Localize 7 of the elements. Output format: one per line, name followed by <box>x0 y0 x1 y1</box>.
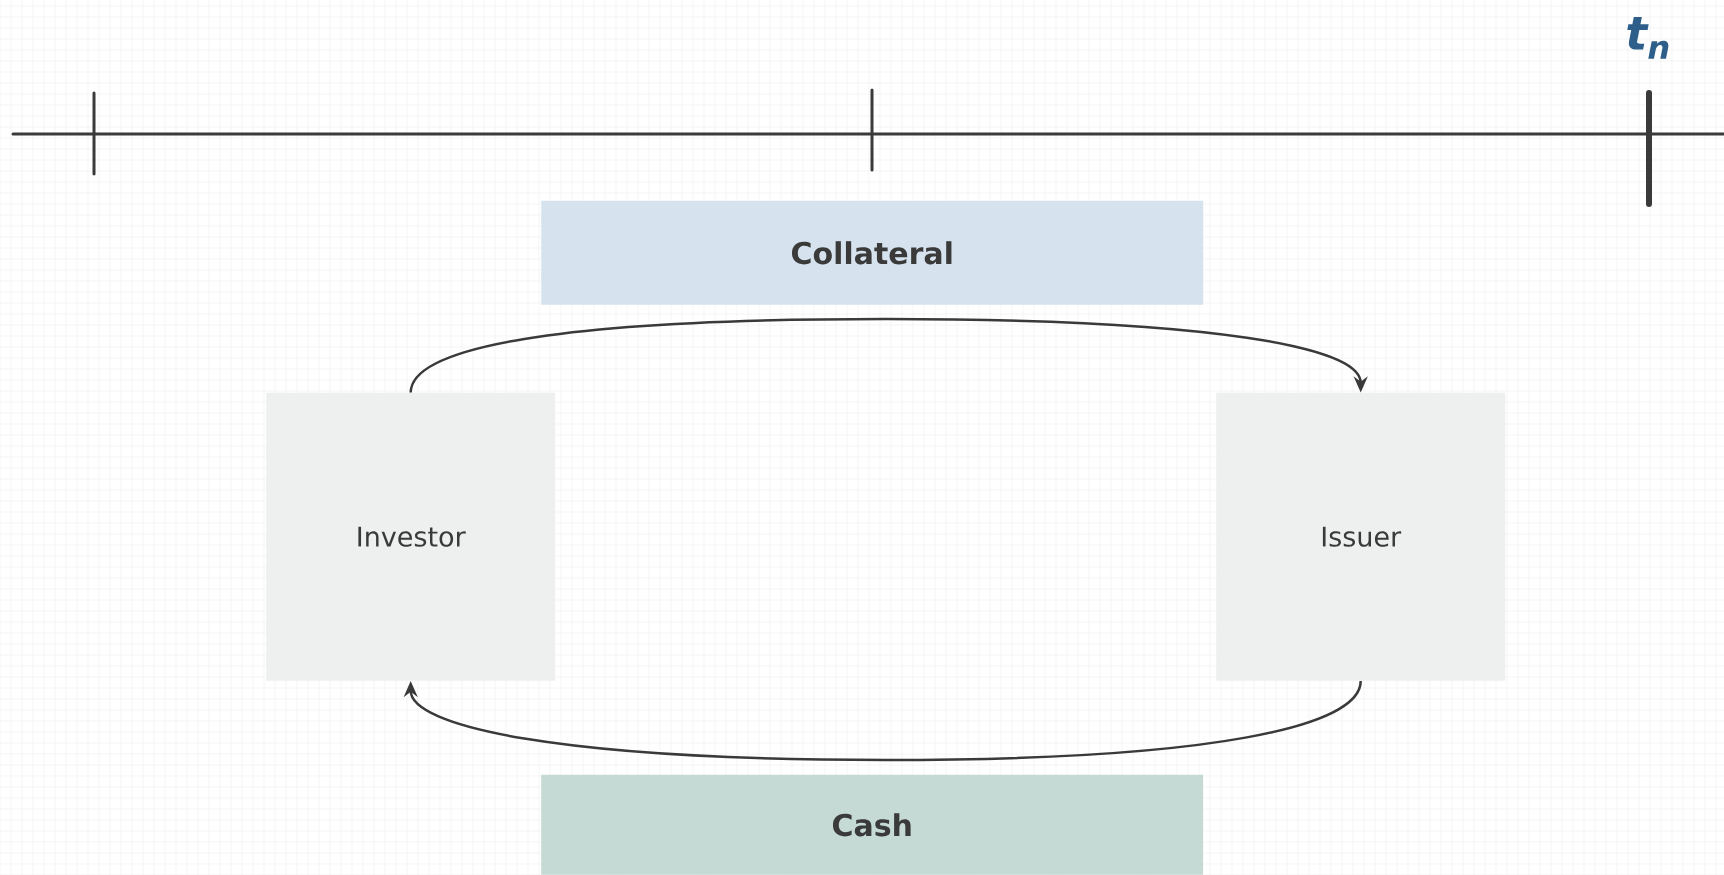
collateral-box: Collateral <box>541 200 1204 305</box>
arrow <box>409 317 1368 393</box>
party-box: Issuer <box>1216 392 1506 681</box>
time-label: t$_{n}$ <box>1627 17 1669 59</box>
party-box: Investor <box>266 392 556 681</box>
arrow <box>403 680 1362 762</box>
cash-box: Cash <box>541 774 1204 875</box>
